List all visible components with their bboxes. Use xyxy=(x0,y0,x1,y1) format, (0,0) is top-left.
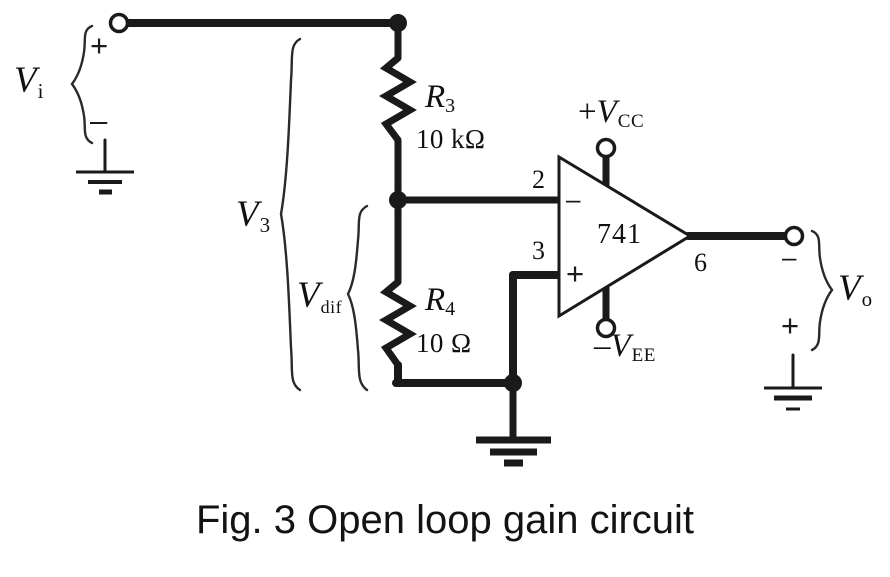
component-value-r3: 10 kΩ xyxy=(416,124,486,154)
opamp-pin-label-6: 6 xyxy=(694,248,707,277)
output-label-vo-sub: o xyxy=(861,287,873,311)
figure-caption: Fig. 3 Open loop gain circuit xyxy=(195,498,695,542)
output-minus-sign: – xyxy=(782,242,797,272)
brace-vi xyxy=(70,24,94,145)
junction-dot-top-node xyxy=(389,14,407,32)
junction-dot-ground-node xyxy=(504,374,522,392)
opamp-vee-label: –VEE xyxy=(594,328,656,366)
vee-terminal-circle-icon[interactable] xyxy=(595,317,617,339)
component-label-r3-base: R xyxy=(425,79,446,115)
brace-label-v3-sub: 3 xyxy=(259,213,271,237)
opamp-vee-sign: – xyxy=(594,328,611,364)
opamp-noninverting-sign: + xyxy=(566,256,585,291)
vcc-terminal-circle-icon[interactable] xyxy=(595,137,617,159)
output-plus-sign: + xyxy=(781,308,800,343)
opamp-vcc-base: V xyxy=(596,94,617,130)
resistor-r4-zigzag xyxy=(379,279,417,368)
source-plus-sign: + xyxy=(90,28,109,63)
junction-dot-mid-node xyxy=(389,191,407,209)
component-label-r3-sub: 3 xyxy=(445,95,456,117)
opamp-vee-base: V xyxy=(610,328,631,364)
brace-label-v3-base: V xyxy=(236,194,259,235)
brace-label-vdif: Vdif xyxy=(297,275,343,317)
source-minus-sign: – xyxy=(90,103,108,138)
component-value-r4: 10 Ω xyxy=(416,328,472,358)
opamp-pin-label-2: 2 xyxy=(532,165,545,194)
input-terminal-circle-icon[interactable] xyxy=(108,12,130,34)
brace-vo xyxy=(810,229,834,352)
opamp-vee-sub: EE xyxy=(631,345,656,366)
output-label-vo: Vo xyxy=(838,268,872,310)
opamp-inverting-sign: – xyxy=(566,184,581,214)
brace-label-vdif-sub: dif xyxy=(320,297,343,317)
ground-symbol-center xyxy=(476,436,551,467)
source-label-vi-sub: i xyxy=(37,79,44,103)
source-label-vi: Vi xyxy=(14,60,43,102)
component-label-r3: R3 xyxy=(425,79,456,117)
opamp-part-number: 741 xyxy=(597,219,642,250)
brace-label-vdif-base: V xyxy=(297,275,320,316)
ground-symbol-input xyxy=(76,170,134,195)
output-label-vo-base: V xyxy=(838,268,861,309)
resistor-r3-zigzag xyxy=(379,55,417,143)
opamp-vcc-label: +VCC xyxy=(578,94,645,132)
source-label-vi-base: V xyxy=(14,60,37,101)
component-label-r4-base: R xyxy=(425,282,446,318)
brace-vdif xyxy=(346,204,369,392)
opamp-vcc-sign: + xyxy=(578,94,597,130)
circuit-schematic-canvas xyxy=(70,12,834,467)
output-terminal-circle-icon[interactable] xyxy=(783,225,805,247)
brace-label-v3: V3 xyxy=(236,194,270,236)
component-label-r4: R4 xyxy=(425,282,456,320)
brace-v3 xyxy=(279,37,302,392)
component-label-r4-sub: 4 xyxy=(445,298,456,320)
ground-symbol-output xyxy=(764,386,822,411)
opamp-triangle-body xyxy=(557,154,693,319)
opamp-vcc-sub: CC xyxy=(617,111,645,132)
opamp-pin-label-3: 3 xyxy=(532,236,545,265)
